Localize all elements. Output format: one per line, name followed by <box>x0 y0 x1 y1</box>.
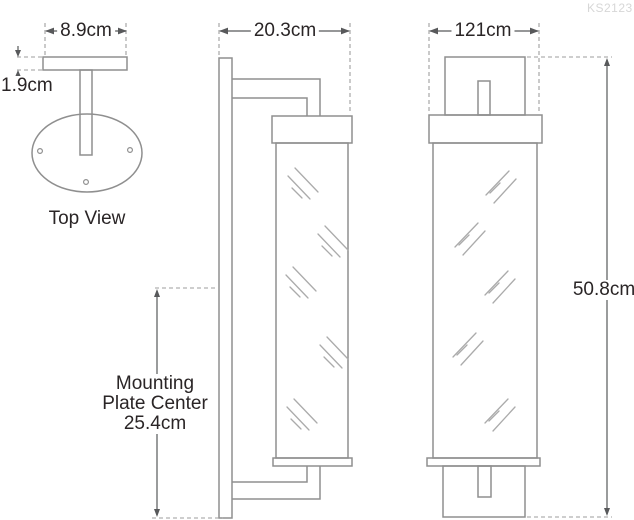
dimension-label-mounting-center: Mounting Plate Center 25.4cm <box>92 374 218 434</box>
dimension-lines <box>15 23 612 519</box>
side-view-lower-arm-inner <box>232 466 308 483</box>
glass-hatch-marks-front <box>452 170 517 432</box>
arrowhead <box>429 27 438 35</box>
arrowhead <box>219 27 228 35</box>
extension-lines-plate-width <box>44 23 127 57</box>
front-view-glass-cylinder <box>432 142 538 459</box>
product-code: KS2123 <box>587 1 633 15</box>
front-view-bottom-cap <box>426 457 541 467</box>
side-view-upper-arm-inner <box>232 97 308 116</box>
arrowhead <box>15 50 21 57</box>
top-view-stem <box>79 69 93 156</box>
front-view-top-cap <box>428 114 543 144</box>
dimension-label-depth: 20.3cm <box>250 21 320 41</box>
arrowhead <box>15 70 21 77</box>
screw-hole-left <box>36 148 43 155</box>
dimension-label-plate-thickness: 1.9cm <box>0 75 54 96</box>
dimension-label-plate-width: 8.9cm <box>57 21 115 41</box>
front-view-bottom-housing <box>442 465 526 518</box>
glass-hatch-marks-side <box>285 167 349 431</box>
top-view-mounting-plate <box>31 113 143 193</box>
side-view-glass-cylinder <box>275 142 349 459</box>
dimension-label-width: 121cm <box>451 21 515 41</box>
mounting-label-line1: Mounting <box>115 373 195 394</box>
arrowhead <box>154 289 160 297</box>
dimension-label-height: 50.8cm <box>569 280 634 300</box>
side-view-lower-arm <box>232 466 321 500</box>
front-view-upper-stem <box>477 80 491 116</box>
extension-lines-height <box>527 56 612 518</box>
arrowhead <box>154 509 160 517</box>
mounting-label-line3: 25.4cm <box>123 413 187 434</box>
screw-hole-bottom <box>82 179 89 186</box>
arrowhead <box>45 27 54 35</box>
front-view-drawing <box>426 56 543 518</box>
side-view-bottom-cap <box>272 457 353 467</box>
front-view-lower-stem <box>477 465 492 498</box>
extension-lines-mounting-center <box>152 287 223 519</box>
mounting-label-line2: Plate Center <box>102 393 208 414</box>
extension-lines-depth <box>218 23 351 114</box>
arrowhead <box>341 27 350 35</box>
side-view-drawing <box>218 57 353 519</box>
side-view-top-cap <box>271 115 353 144</box>
screw-hole-right <box>126 147 133 154</box>
arrowhead <box>604 58 610 66</box>
arrowhead <box>118 27 127 35</box>
extension-lines-plate-thickness <box>17 56 43 71</box>
side-view-upper-arm <box>232 78 321 116</box>
extension-lines-width <box>428 23 540 114</box>
side-view-backplate <box>218 57 233 519</box>
arrowhead <box>604 508 610 516</box>
arrowhead <box>530 27 539 35</box>
top-view-caption: Top View <box>45 209 129 229</box>
top-view-drawing <box>31 56 143 193</box>
top-view-arm-bar <box>42 56 128 71</box>
front-view-backplate <box>444 56 526 116</box>
